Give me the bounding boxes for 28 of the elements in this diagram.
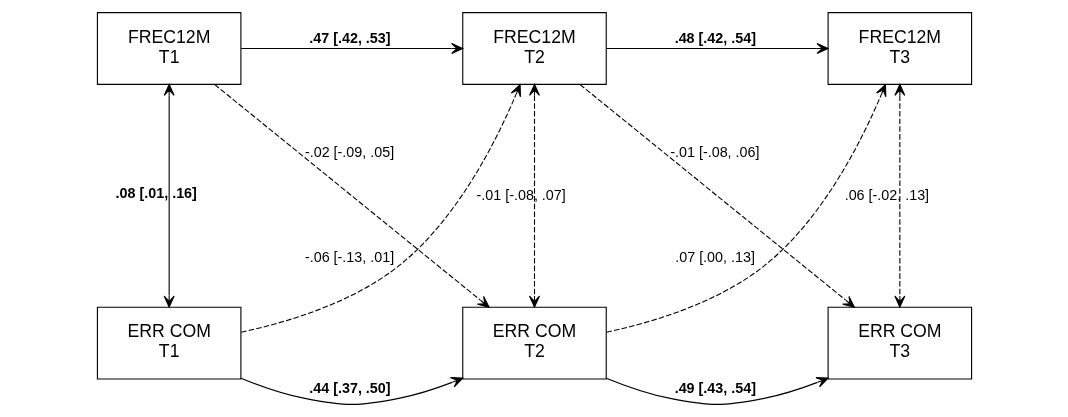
edge-label: .07 [.00, .13] (674, 248, 755, 265)
edge-label: .49 [.43, .54] (674, 380, 756, 397)
arrow (528, 83, 540, 308)
arrow (605, 42, 829, 54)
edge-label: .06 [-.02, .13] (844, 186, 929, 203)
edge-label: .48 [.42, .54] (674, 30, 756, 47)
edge-label: .47 [.42, .53] (308, 30, 391, 47)
node-box: FREC12M T1 (96, 12, 241, 85)
arrow (605, 84, 886, 333)
node-box: ERR COM T3 (827, 306, 972, 380)
edge-label: -.01 [-.08, .06] (669, 144, 759, 161)
arrow (605, 377, 829, 405)
edge-label: -.02 [-.09, .05] (304, 144, 394, 161)
node-box: FREC12M T3 (827, 12, 972, 85)
arrow (240, 84, 521, 333)
edge-label: .44 [.37, .50] (308, 380, 391, 397)
edge-label: .08 [.01, .16] (115, 185, 197, 202)
node-box: FREC12M T2 (461, 12, 607, 85)
arrow (579, 84, 855, 308)
node-box: ERR COM T1 (96, 306, 241, 380)
arrow (239, 377, 463, 405)
node-box: ERR COM T2 (461, 306, 607, 380)
arrow (163, 83, 175, 308)
edge-label: -.01 [-.08, .07] (476, 186, 566, 203)
arrow (240, 42, 463, 54)
arrow (893, 83, 905, 308)
edge-label: -.06 [-.13, .01] (304, 248, 394, 265)
arrow (213, 84, 490, 308)
